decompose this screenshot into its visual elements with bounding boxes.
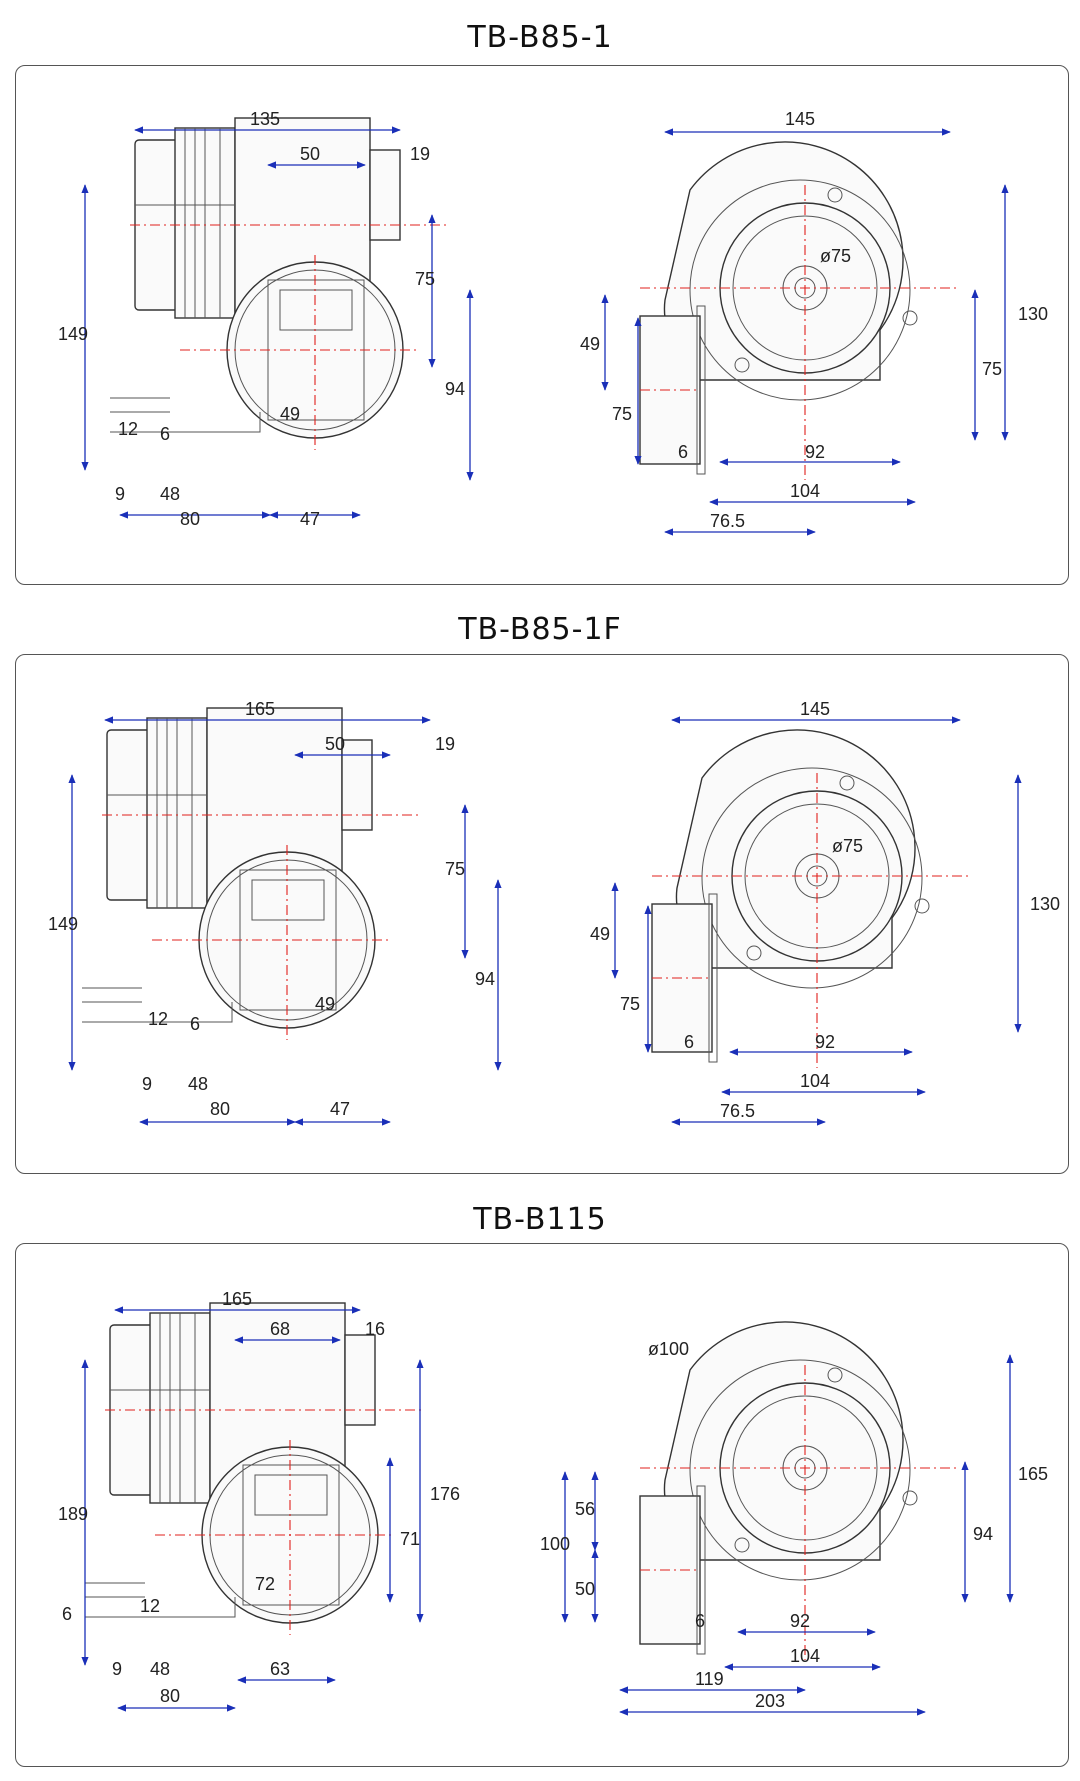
label-overall-length: 135: [250, 109, 280, 129]
label-inlet-window: 49: [315, 994, 335, 1014]
tb-b85-1f-front-labels: 145 ø75 130 49 75 6 92 104 76.5: [590, 699, 1060, 1121]
label-flange: 16: [365, 1319, 385, 1339]
label-housing-width: 68: [270, 1319, 290, 1339]
label-slot-width: 6: [160, 424, 170, 444]
tb-b85-1f-side-labels: 165 50 19 149 75 94 49 12 6 9 48 80 47: [48, 699, 495, 1119]
label-base-width: 104: [790, 481, 820, 501]
label-outlet-upper: 49: [580, 334, 600, 354]
label-impeller-diameter: ø75: [820, 246, 851, 266]
label-outlet-height: 75: [415, 269, 435, 289]
label-outlet-height: 100: [540, 1534, 570, 1554]
label-slot-length: 12: [148, 1009, 168, 1029]
label-center-offset: 76.5: [710, 511, 745, 531]
label-housing-width: 50: [325, 734, 345, 754]
label-flange-thickness: 6: [695, 1611, 705, 1631]
label-impeller-diameter: ø100: [648, 1339, 689, 1359]
label-outlet-lower: 75: [612, 404, 632, 424]
label-overall-length: 165: [245, 699, 275, 719]
label-flange-thickness: 6: [684, 1032, 694, 1052]
label-base-edge: 9: [142, 1074, 152, 1094]
label-height: 149: [58, 324, 88, 344]
diagram-title-1: TB-B85-1: [467, 20, 613, 55]
label-overall-depth: 203: [755, 1691, 785, 1711]
label-base-length: 80: [180, 509, 200, 529]
label-height: 149: [48, 914, 78, 934]
diagram-title-2: TB-B85-1F: [458, 612, 622, 647]
label-base-hole: 48: [150, 1659, 170, 1679]
label-housing-lower: 75: [982, 359, 1002, 379]
label-slot-width: 6: [62, 1604, 72, 1624]
tb-b85-1f-front-view: [651, 729, 973, 1069]
label-outlet-lower: 50: [575, 1579, 595, 1599]
label-inlet-depth: 47: [300, 509, 320, 529]
label-inlet-depth: 63: [270, 1659, 290, 1679]
label-base-width: 104: [800, 1071, 830, 1091]
label-front-width: 145: [785, 109, 815, 129]
label-center-offset: 76.5: [720, 1101, 755, 1121]
tb-b85-1-front-labels: 145 ø75 130 49 75 75 6 92 104 76.5: [580, 109, 1048, 531]
label-front-height: 130: [1030, 894, 1060, 914]
label-center-offset: 119: [695, 1669, 724, 1689]
label-housing-width: 50: [300, 144, 320, 164]
label-base-edge: 9: [112, 1659, 122, 1679]
tb-b115-front-view: [639, 1321, 961, 1661]
label-flange-thickness: 6: [678, 442, 688, 462]
label-impeller-diameter: ø75: [832, 836, 863, 856]
label-base-hole: 48: [160, 484, 180, 504]
label-hole-spacing: 92: [805, 442, 825, 462]
label-hole-spacing: 92: [815, 1032, 835, 1052]
label-inlet-window: 49: [280, 404, 300, 424]
tb-b85-1f-side-view: [81, 707, 423, 1041]
tb-b115-front-labels: ø100 165 94 100 56 50 6 92 104 119 203: [540, 1339, 1048, 1711]
label-base-hole: 48: [188, 1074, 208, 1094]
label-outlet-upper: 56: [575, 1499, 595, 1519]
label-base-width: 104: [790, 1646, 820, 1666]
label-outlet-height: 176: [430, 1484, 460, 1504]
tb-b115-side-labels: 165 68 16 189 176 71 72 6 12 9 48 80 63: [58, 1289, 460, 1706]
label-height: 189: [58, 1504, 88, 1524]
label-inlet-depth: 47: [330, 1099, 350, 1119]
label-base-length: 80: [210, 1099, 230, 1119]
label-slot-length: 12: [140, 1596, 160, 1616]
label-inlet-offset: 71: [400, 1529, 420, 1549]
label-outlet-lower: 75: [620, 994, 640, 1014]
label-inlet-offset: 94: [475, 969, 495, 989]
label-hole-spacing: 92: [790, 1611, 810, 1631]
diagram-title-3: TB-B115: [473, 1202, 607, 1237]
label-slot-width: 6: [190, 1014, 200, 1034]
label-front-height: 130: [1018, 304, 1048, 324]
label-outlet-upper: 49: [590, 924, 610, 944]
tb-b85-1-side-labels: 135 50 19 149 75 94 49 12 6 9 48 80 47: [58, 109, 465, 529]
label-base-edge: 9: [115, 484, 125, 504]
tb-b85-1-side-view: [109, 117, 451, 451]
label-overall-length: 165: [222, 1289, 252, 1309]
label-base-length: 80: [160, 1686, 180, 1706]
label-inlet-offset: 94: [445, 379, 465, 399]
label-slot-length: 12: [118, 419, 138, 439]
tb-b85-1-front-view: [639, 141, 961, 481]
label-inlet-window: 72: [255, 1574, 275, 1594]
label-front-height: 165: [1018, 1464, 1048, 1484]
label-housing-lower: 94: [973, 1524, 993, 1544]
label-flange: 19: [410, 144, 430, 164]
label-front-width: 145: [800, 699, 830, 719]
label-flange: 19: [435, 734, 455, 754]
label-outlet-height: 75: [445, 859, 465, 879]
